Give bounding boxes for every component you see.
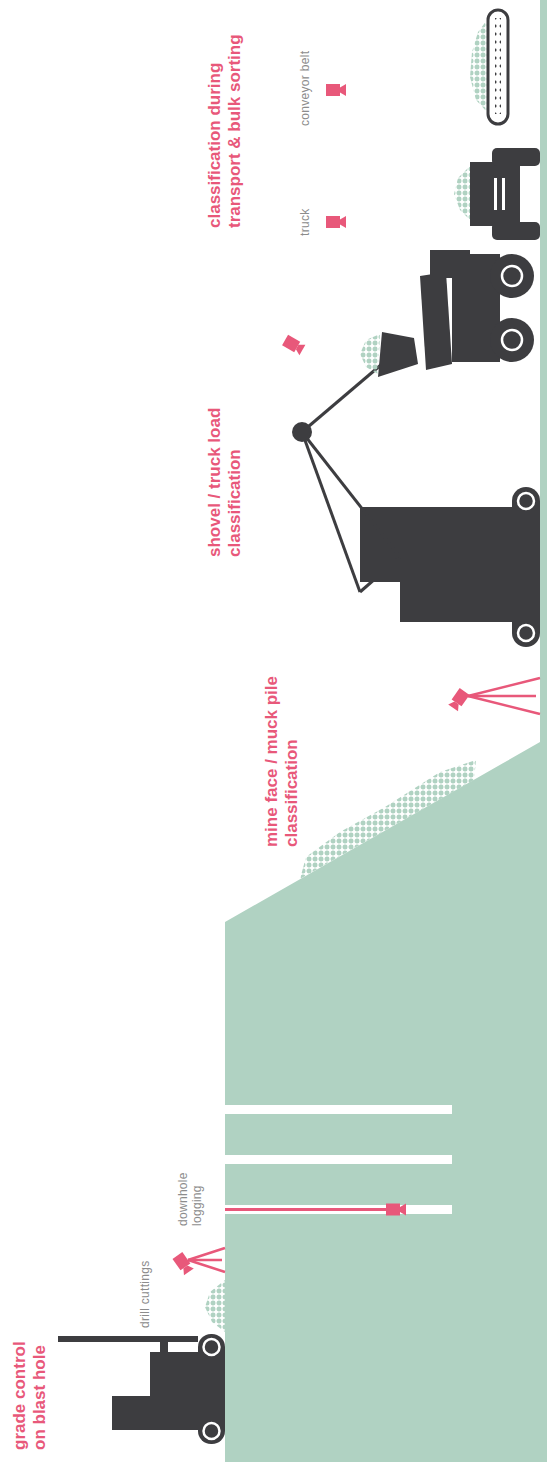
camera-icon <box>326 84 346 96</box>
section-heading: mine face / muck pile classification <box>262 659 303 847</box>
tripod-camera <box>468 678 540 714</box>
section-heading: shovel / truck load classification <box>205 382 246 557</box>
camera-icon <box>448 688 469 711</box>
shovel <box>292 332 540 647</box>
ground <box>225 0 547 1462</box>
cuttings-pile <box>205 1280 225 1332</box>
camera-icon <box>172 1252 193 1275</box>
ore-heap <box>454 166 470 220</box>
part-label: conveyor belt <box>298 16 312 126</box>
blast-holes <box>225 1105 452 1214</box>
drill-rig <box>58 1334 225 1444</box>
conveyor-belt <box>488 10 508 124</box>
truck-front <box>470 148 540 240</box>
muck-pile <box>300 760 476 879</box>
part-label: truck <box>298 176 312 236</box>
logging-cable <box>225 1208 388 1211</box>
camera-icon <box>282 335 305 355</box>
ore-heap <box>470 20 487 112</box>
camera-icon <box>386 1204 406 1216</box>
camera-icon <box>326 216 346 228</box>
haul-truck <box>420 250 534 370</box>
section-heading: grade control on blast hole <box>10 1322 51 1450</box>
section-heading: classification during transport & bulk s… <box>205 4 246 228</box>
part-label: drill cuttings <box>138 1238 152 1328</box>
part-label: downhole logging <box>176 1164 205 1226</box>
